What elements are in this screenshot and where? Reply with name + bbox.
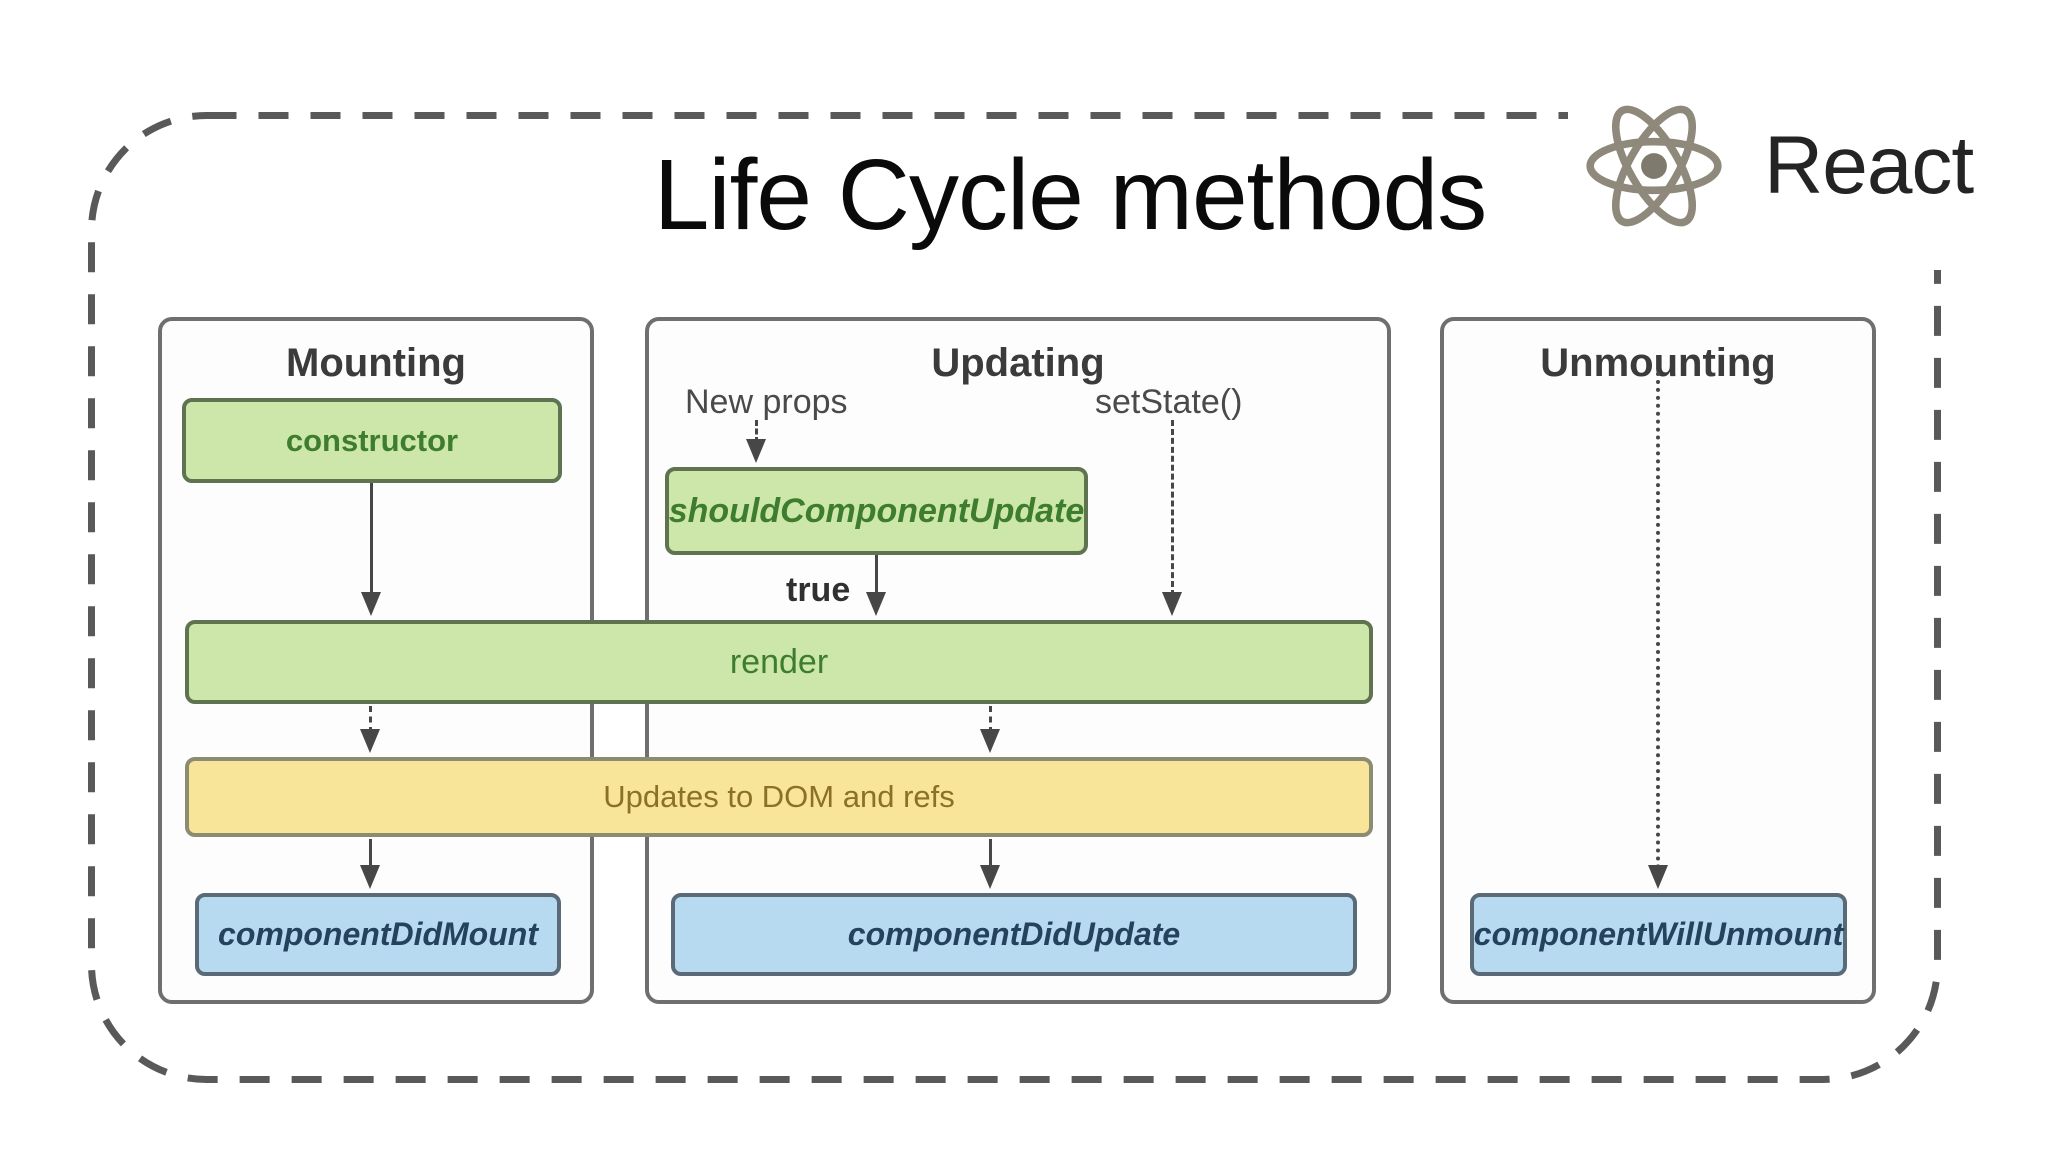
should-component-update-node: shouldComponentUpdate: [665, 467, 1088, 555]
arrow-head-icon: [360, 729, 380, 753]
arrow-shaft: [988, 839, 992, 869]
arrow-head-icon: [866, 592, 886, 616]
arrow-setstate-to-render: [1161, 420, 1183, 616]
updates-to-dom-node: Updates to DOM and refs: [185, 757, 1373, 837]
render-node: render: [185, 620, 1373, 704]
arrow-shaft: [1170, 420, 1174, 596]
arrow-shaft: [988, 706, 992, 733]
true-label: true: [786, 571, 851, 609]
setstate-label: setState(): [1095, 383, 1243, 421]
react-logo-text: React: [1764, 120, 1974, 211]
component-did-mount-node: componentDidMount: [195, 893, 561, 976]
arrow-shaft: [754, 420, 758, 443]
mounting-column-header: Mounting: [286, 341, 466, 385]
arrow-unmounting-to-component-will-unmount: [1647, 372, 1669, 889]
arrow-head-icon: [1648, 865, 1668, 889]
arrow-new-props-to-should-component-update: [745, 420, 767, 463]
component-did-update-node: componentDidUpdate: [671, 893, 1357, 976]
arrow-head-icon: [1162, 592, 1182, 616]
arrow-head-icon: [361, 592, 381, 616]
arrow-shaft: [368, 839, 372, 869]
constructor-node: constructor: [182, 398, 562, 483]
component-will-unmount-node: componentWillUnmount: [1470, 893, 1847, 976]
arrow-shaft: [369, 483, 373, 596]
page-title: Life Cycle methods: [653, 139, 1487, 251]
react-atom-icon: [1586, 105, 1722, 227]
arrow-shaft: [874, 555, 878, 596]
arrow-dom-updates-to-component-did-update: [979, 839, 1001, 889]
arrow-head-icon: [360, 865, 380, 889]
updating-column-header: Updating: [931, 341, 1105, 385]
new-props-label: New props: [685, 383, 848, 421]
arrow-constructor-to-render: [360, 483, 382, 616]
arrow-render-to-dom-updates-mounting: [359, 706, 381, 753]
arrow-shaft: [1656, 372, 1660, 869]
arrow-shaft: [368, 706, 372, 733]
react-logo: React: [1568, 62, 1998, 270]
arrow-head-icon: [746, 439, 766, 463]
arrow-head-icon: [980, 729, 1000, 753]
arrow-should-component-update-to-render: [865, 555, 887, 616]
arrow-dom-updates-to-component-did-mount: [359, 839, 381, 889]
arrow-head-icon: [980, 865, 1000, 889]
arrow-render-to-dom-updates-updating: [979, 706, 1001, 753]
